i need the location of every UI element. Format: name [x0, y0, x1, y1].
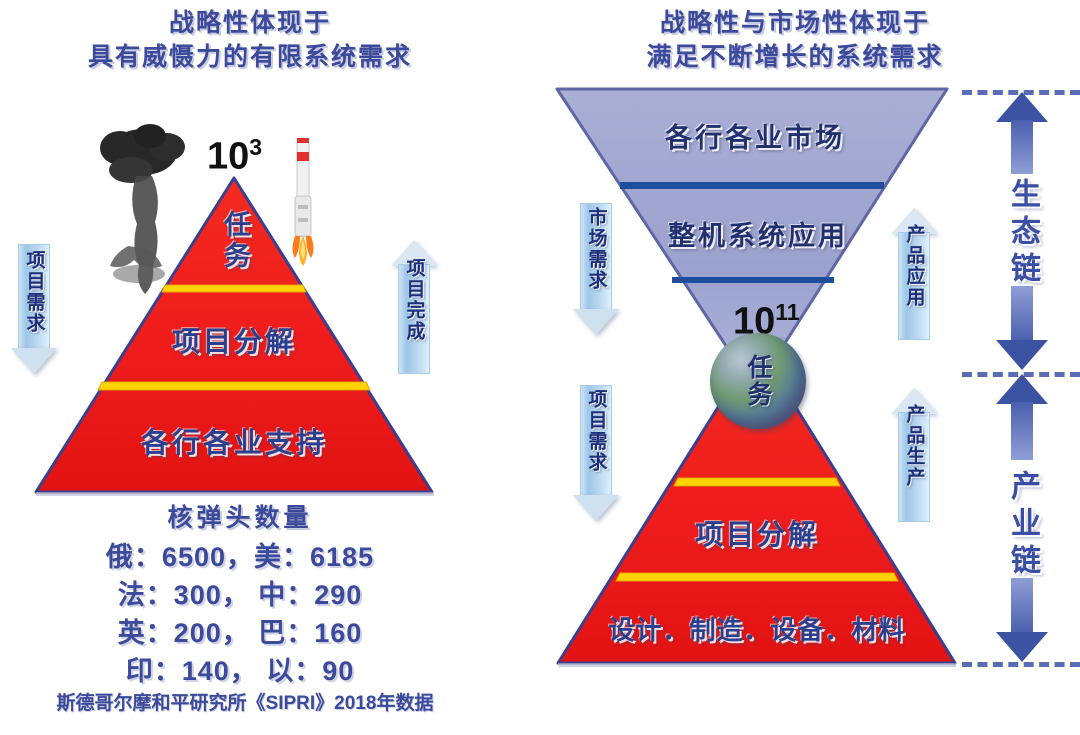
product-manufacture-arrow-label: 产品生产 [903, 404, 925, 488]
right-inverted-level-1-label: 各行各业市场 [665, 123, 845, 153]
eco-chain-up-arrow [994, 92, 1050, 174]
nuclear-stats-row-3: 英：200， 巴：160 [117, 618, 363, 648]
eco-chain-down-arrow [994, 286, 1050, 372]
product-application-arrow: 产品应用 [884, 208, 944, 356]
market-demand-arrow-label: 市场需求 [585, 207, 607, 291]
left-down-arrow: 项目需求 [4, 244, 64, 382]
left-down-arrow-label: 项目需求 [23, 250, 45, 334]
nuclear-stats-row-1: 俄：6500，美：6185 [105, 542, 375, 572]
right-exponent-power: 11 [775, 299, 800, 325]
chain-dash-bottom [962, 662, 1080, 667]
product-manufacture-arrow: 产品生产 [884, 388, 944, 536]
left-up-arrow-label: 项目完成 [403, 258, 425, 342]
task-globe-label: 任务 [744, 354, 772, 408]
eco-chain-label: 生态链 [1006, 178, 1039, 289]
right-pyramid-level-2-label: 设计．制造．设备．材料 [608, 615, 906, 645]
left-exponent-power: 3 [249, 134, 263, 160]
left-pyramid-level-1-label: 任务 [220, 210, 250, 272]
right-title: 战略性与市场性体现于 满足不断增长的系统需求 [646, 9, 944, 71]
industry-chain-label: 产业链 [1006, 470, 1039, 581]
industry-chain-down-arrow [994, 578, 1050, 664]
right-inverted-triangle-shape [555, 87, 949, 392]
project-demand-arrow-label-right: 项目需求 [585, 389, 607, 473]
nuclear-stats-row-4: 印：140， 以：90 [125, 656, 355, 686]
task-globe: 任务 [710, 333, 806, 429]
right-pyramid-shape [556, 343, 957, 667]
nuclear-stats-source: 斯德哥尔摩和平研究所《SIPRI》2018年数据 [56, 693, 434, 714]
left-pyramid-level-2-label: 项目分解 [171, 326, 296, 357]
market-demand-arrow: 市场需求 [566, 203, 626, 343]
project-demand-arrow-right-diagram: 项目需求 [566, 385, 626, 530]
nuclear-stats-row-2: 法：300， 中：290 [117, 580, 363, 610]
left-pyramid-shape [34, 176, 434, 496]
right-pyramid-level-1-label: 项目分解 [694, 519, 819, 550]
industry-chain-up-arrow [994, 374, 1050, 460]
nuclear-stats-title: 核弹头数量 [167, 504, 313, 532]
mushroom-cloud-icon [100, 124, 185, 294]
product-application-arrow-label: 产品应用 [903, 224, 925, 308]
left-title: 战略性体现于 具有威慑力的有限系统需求 [87, 9, 412, 71]
right-inverted-level-2-label: 整机系统应用 [668, 221, 848, 251]
left-exponent-base: 10 [207, 135, 250, 178]
left-pyramid-level-3-label: 各行各业支持 [140, 427, 327, 458]
rocket-icon [292, 137, 314, 266]
left-exponent-label: 103 [207, 136, 262, 176]
left-up-arrow: 项目完成 [384, 240, 444, 390]
